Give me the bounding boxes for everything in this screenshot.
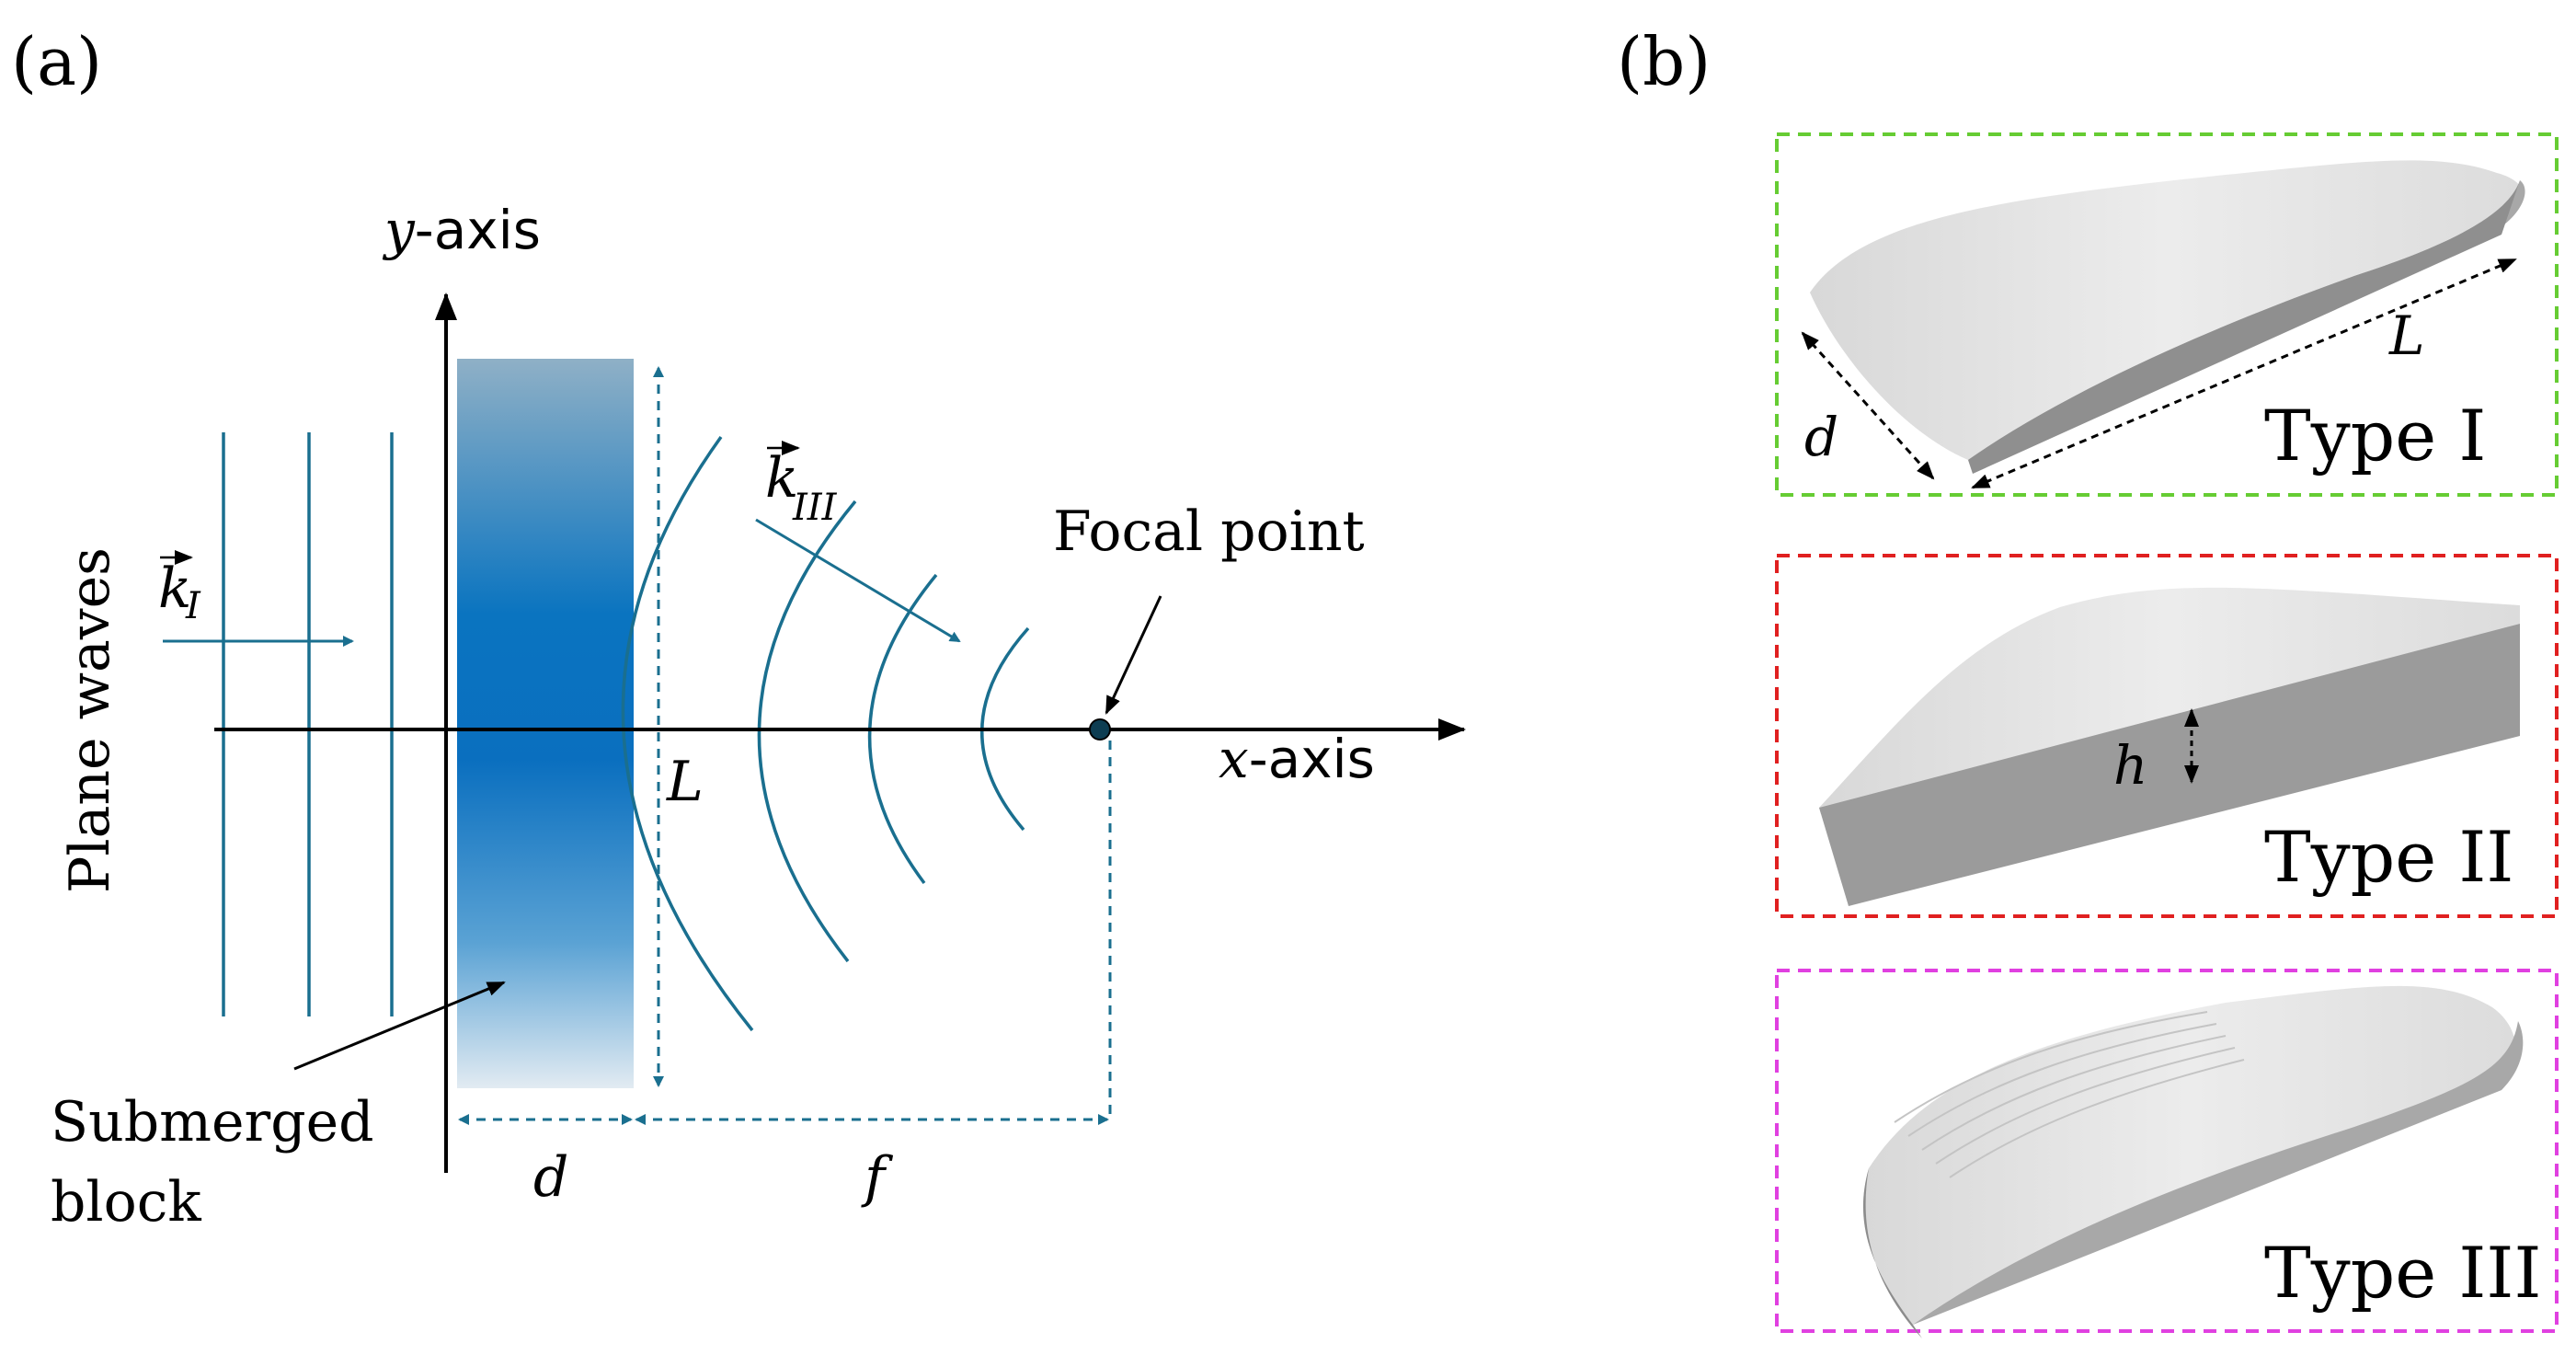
block-label-line2: block <box>51 1170 201 1234</box>
focal-point-pointer <box>1105 595 1162 715</box>
y-axis-label: y-axis <box>382 199 541 261</box>
type-1-dim-length-label: L <box>2388 304 2425 367</box>
type-1-dim-length-line <box>1971 258 2517 489</box>
type-1-panel: d L Type I <box>1775 132 2559 497</box>
x-axis-label: x-axis <box>1219 728 1375 790</box>
svg-text:I: I <box>185 585 201 627</box>
focal-point-marker <box>1089 718 1111 741</box>
panel-b: (b) d L Type I h Type II <box>1617 23 2559 1338</box>
type-1-dim-width-line <box>1801 331 1935 480</box>
transmitted-wavevector-label: k III <box>765 441 838 529</box>
type-2-front-face <box>1819 624 2520 906</box>
plane-wavefronts <box>222 432 394 1016</box>
type-2-label: Type II <box>2264 816 2513 898</box>
type-3-step-lines <box>1894 1011 2245 1178</box>
svg-text:III: III <box>792 487 838 529</box>
type-2-panel: h Type II <box>1775 554 2559 918</box>
transmitted-wave-arrow <box>755 518 961 643</box>
curved-wavefront <box>621 435 754 1032</box>
type-2-top-surface <box>1819 587 2520 814</box>
plane-waves-label: Plane waves <box>58 547 122 893</box>
type-2-dim-height-label: h <box>2113 734 2147 797</box>
dim-length-label: L <box>666 750 704 814</box>
dim-width-label: d <box>533 1145 568 1210</box>
incident-wavevector-label: k I <box>158 550 201 627</box>
type-2-frame <box>1775 554 2559 918</box>
panel-b-label: (b) <box>1617 23 1711 100</box>
focal-point-label: Focal point <box>1053 500 1365 564</box>
panel-a-label: (a) <box>11 23 102 100</box>
type-1-dim-width-label: d <box>1804 406 1838 468</box>
panel-a: (a) y-axis x-axis Plane waves <box>11 23 1466 1234</box>
submerged-block <box>457 359 634 1088</box>
svg-text:k: k <box>765 446 798 511</box>
type-1-label: Type I <box>2264 395 2486 477</box>
block-pointer <box>293 981 506 1071</box>
type-3-label: Type III <box>2264 1232 2541 1314</box>
type-3-top-surface <box>1862 985 2516 1325</box>
type-3-panel: Type III <box>1775 969 2559 1338</box>
block-label-line1: Submerged <box>51 1090 374 1154</box>
type-3-front-face <box>1913 1021 2524 1325</box>
type-1-frame <box>1775 132 2559 497</box>
dim-focal-label: f <box>861 1145 894 1210</box>
type-3-frame <box>1775 969 2559 1333</box>
svg-text:k: k <box>158 557 191 621</box>
